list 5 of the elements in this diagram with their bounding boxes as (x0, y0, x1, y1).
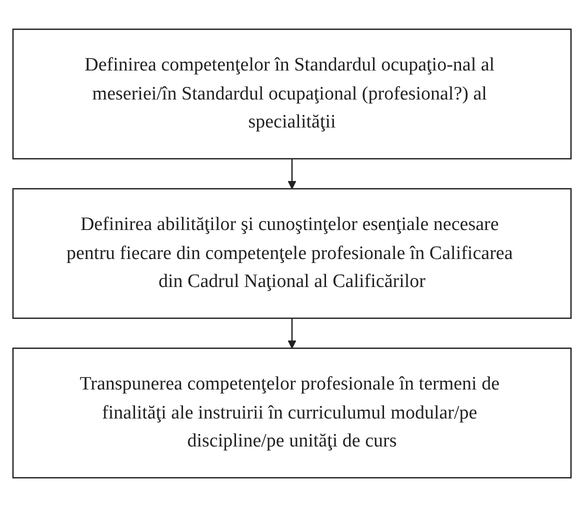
node-box: Definirea competenţelor în Standardul ocupaţio-nal al meseriei/în Standardul ocupaţional (profesional?) al specialităţii (12, 28, 572, 160)
arrow (288, 158, 296, 190)
node-box: Definirea abilităţilor şi cunoştinţelor esenţiale necesare pentru fiecare din competenţele profesionale în Calificarea din Cadrul Naţional al Calificărilor (12, 188, 572, 319)
node-box: Transpunerea competenţelor profesionale în termeni de finalităţi ale instruirii în curriculumul modular/pe discipline/pe unităţi de curs (12, 348, 572, 478)
arrow (288, 318, 296, 349)
